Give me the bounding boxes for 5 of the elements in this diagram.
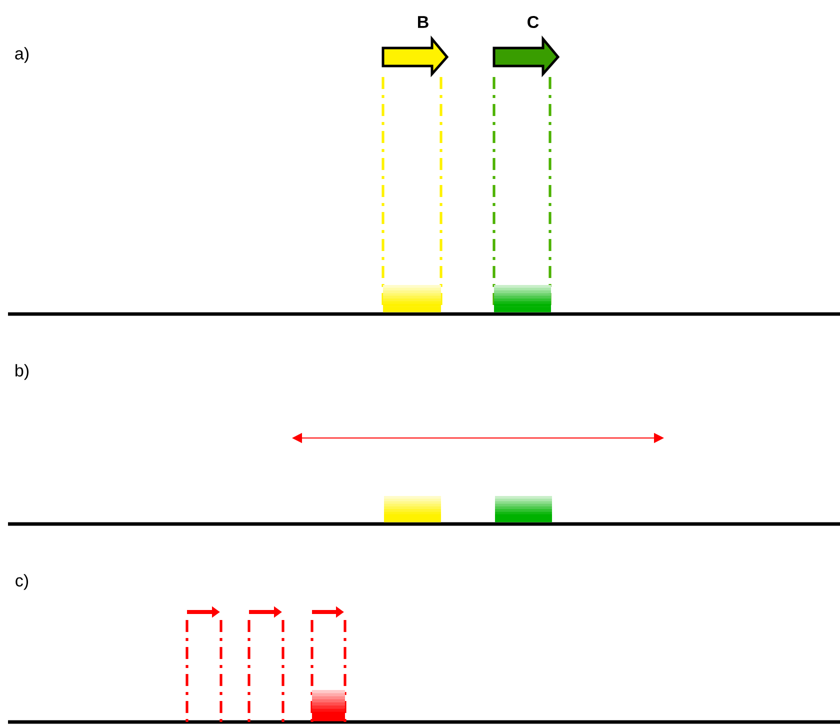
panel-label: b) [16, 364, 28, 380]
gene-label: B [418, 16, 428, 28]
panel-label: a) [15, 47, 28, 63]
gene-label: C [528, 16, 539, 28]
panel-label: c) [16, 574, 28, 590]
